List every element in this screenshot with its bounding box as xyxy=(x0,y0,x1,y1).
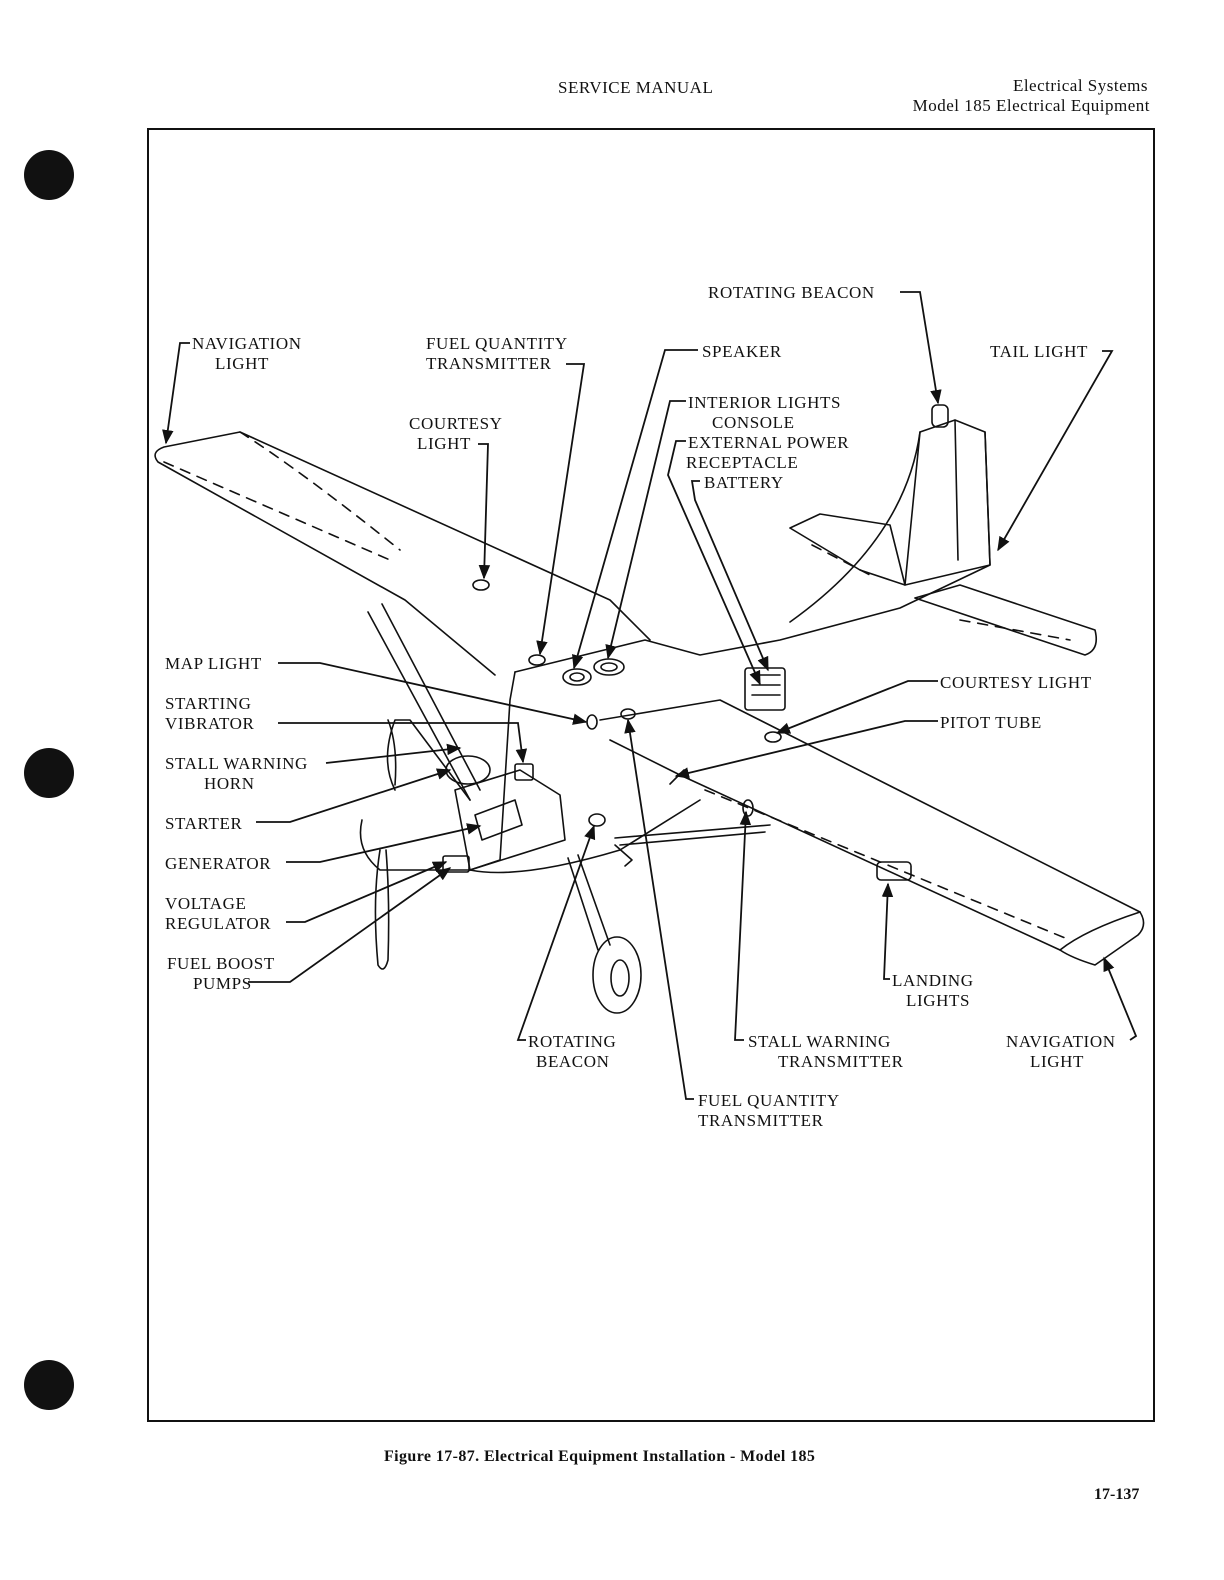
label-external-power-2: RECEPTACLE xyxy=(686,453,798,472)
leader-starter xyxy=(256,768,452,823)
label-courtesy-right: COURTESY LIGHT xyxy=(940,673,1092,692)
label-stall-horn-2: HORN xyxy=(204,774,255,793)
leader-external-power xyxy=(667,440,761,686)
leader-generator xyxy=(286,823,482,863)
label-navigation-light-right-2: LIGHT xyxy=(1030,1052,1084,1071)
left-wing xyxy=(154,431,651,676)
rotating-beacon-top-icon xyxy=(931,404,949,428)
left-stabilizer xyxy=(789,513,906,586)
label-navigation-light-right: NAVIGATION xyxy=(1006,1032,1116,1051)
label-landing-lights: LANDING xyxy=(892,971,974,990)
label-stall-transmitter-2: TRANSMITTER xyxy=(778,1052,904,1071)
label-navigation-light-left: NAVIGATION xyxy=(192,334,302,353)
label-voltage-regulator-2: REGULATOR xyxy=(165,914,271,933)
label-map-light: MAP LIGHT xyxy=(165,654,262,673)
right-wing xyxy=(599,699,1145,966)
leader-stall-horn xyxy=(325,743,462,764)
stall-horn-icon xyxy=(445,755,491,785)
fuel-qty-transmitter-top-icon xyxy=(528,654,546,666)
left-strut xyxy=(367,603,481,801)
leader-courtesy-left xyxy=(478,443,491,580)
page-number: 17-137 xyxy=(1094,1486,1140,1503)
label-battery: BATTERY xyxy=(704,473,784,492)
label-external-power: EXTERNAL POWER xyxy=(688,433,849,452)
courtesy-light-right-icon xyxy=(764,731,782,743)
binder-hole-top xyxy=(24,150,74,200)
label-fuel-boost-2: PUMPS xyxy=(193,974,252,993)
label-stall-transmitter: STALL WARNING xyxy=(748,1032,891,1051)
figure-frame xyxy=(147,128,1155,1422)
binder-hole-middle xyxy=(24,748,74,798)
label-tail-light: TAIL LIGHT xyxy=(990,342,1088,361)
generator-icon xyxy=(474,799,523,841)
label-generator: GENERATOR xyxy=(165,854,271,873)
main-wheel xyxy=(592,936,642,1014)
label-landing-lights-2: LIGHTS xyxy=(906,991,970,1010)
header-subsection: Model 185 Electrical Equipment xyxy=(912,96,1150,115)
label-rotating-beacon-bottom: ROTATING xyxy=(528,1032,616,1051)
label-fuel-qty-top: FUEL QUANTITY xyxy=(426,334,568,353)
leader-stall-transmitter xyxy=(734,810,752,1041)
header-section: Electrical Systems xyxy=(1012,76,1148,95)
label-fuel-qty-bottom-2: TRANSMITTER xyxy=(698,1111,824,1130)
label-interior-lights: INTERIOR LIGHTS xyxy=(688,393,841,412)
label-courtesy-left-2: LIGHT xyxy=(417,434,471,453)
leader-map-light xyxy=(278,662,588,725)
binder-hole-bottom xyxy=(24,1360,74,1410)
leader-interior-console xyxy=(605,400,686,660)
leader-courtesy-right xyxy=(775,680,938,734)
leader-pitot-tube xyxy=(674,720,938,779)
label-fuel-boost: FUEL BOOST xyxy=(167,954,275,973)
starting-vibrator-icon xyxy=(514,763,534,781)
label-courtesy-left: COURTESY xyxy=(409,414,503,433)
map-light-icon xyxy=(586,714,598,730)
leader-fuel-boost xyxy=(248,867,452,983)
vertical-fin xyxy=(904,419,991,586)
label-fuel-qty-top-2: TRANSMITTER xyxy=(426,354,552,373)
figure-caption: Figure 17-87. Electrical Equipment Insta… xyxy=(384,1448,816,1465)
right-strut xyxy=(614,824,771,846)
leader-rotating-beacon-top xyxy=(900,291,942,405)
right-stabilizer xyxy=(914,584,1098,656)
label-navigation-light-left-2: LIGHT xyxy=(215,354,269,373)
speaker-icon xyxy=(562,668,592,686)
label-pitot-tube: PITOT TUBE xyxy=(940,713,1042,732)
leader-fuel-qty-bottom xyxy=(624,718,694,1100)
rotating-beacon-bottom-icon xyxy=(588,813,606,827)
label-rotating-beacon-top: ROTATING BEACON xyxy=(708,283,875,302)
leader-tail-light xyxy=(997,350,1114,552)
label-speaker: SPEAKER xyxy=(702,342,782,361)
landing-lights-icon xyxy=(876,861,912,881)
label-stall-horn: STALL WARNING xyxy=(165,754,308,773)
leader-starting-vibrator xyxy=(278,722,528,764)
main-gear xyxy=(567,854,611,951)
label-rotating-beacon-bottom-2: BEACON xyxy=(536,1052,610,1071)
leader-voltage-regulator xyxy=(286,861,448,923)
header-title: SERVICE MANUAL xyxy=(558,78,714,97)
label-fuel-qty-bottom: FUEL QUANTITY xyxy=(698,1091,840,1110)
leader-landing-lights xyxy=(881,882,894,980)
label-voltage-regulator: VOLTAGE xyxy=(165,894,247,913)
courtesy-light-left-icon xyxy=(472,579,490,591)
label-starting-vibrator: STARTING xyxy=(165,694,251,713)
label-starting-vibrator-2: VIBRATOR xyxy=(165,714,255,733)
leader-speaker xyxy=(572,349,698,670)
leader-navigation-light-right xyxy=(1103,956,1138,1041)
label-starter: STARTER xyxy=(165,814,242,833)
leader-navigation-light-left xyxy=(162,342,190,445)
leader-rotating-beacon-bottom xyxy=(516,824,596,1041)
interior-console-icon xyxy=(593,658,625,676)
pitot-tube-icon xyxy=(669,769,685,785)
leader-fuel-qty-top xyxy=(536,363,586,656)
leader-battery xyxy=(690,480,769,672)
propeller xyxy=(374,719,397,970)
label-interior-lights-2: CONSOLE xyxy=(712,413,795,432)
